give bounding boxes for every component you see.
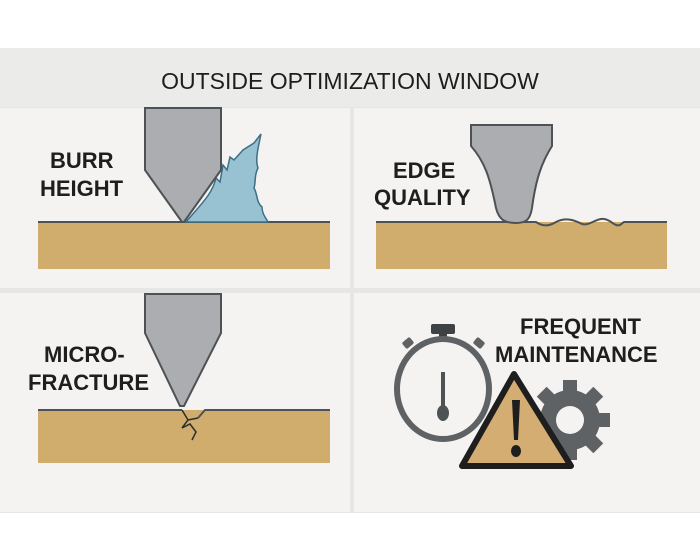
micro-fracture-illustration (38, 293, 330, 463)
panel-label-edge: EDGE QUALITY (374, 158, 471, 210)
panel-label-burr: BURR HEIGHT (40, 148, 124, 201)
substrate (376, 222, 667, 269)
header-title: OUTSIDE OPTIMIZATION WINDOW (161, 68, 539, 94)
substrate (38, 222, 330, 269)
burr-height-illustration (38, 107, 330, 269)
stopwatch-icon (394, 324, 492, 442)
panel-label-maintenance: FREQUENT MAINTENANCE (495, 314, 658, 367)
worn-tool (470, 124, 553, 225)
panel-label-micro: MICRO- FRACTURE (28, 342, 149, 395)
cutting-tool (144, 293, 222, 407)
warning-icon (459, 371, 574, 469)
crack (181, 409, 199, 441)
header-band (0, 48, 700, 107)
substrate (38, 410, 330, 463)
cutting-tool (144, 107, 222, 223)
edge-quality-illustration (376, 124, 667, 269)
